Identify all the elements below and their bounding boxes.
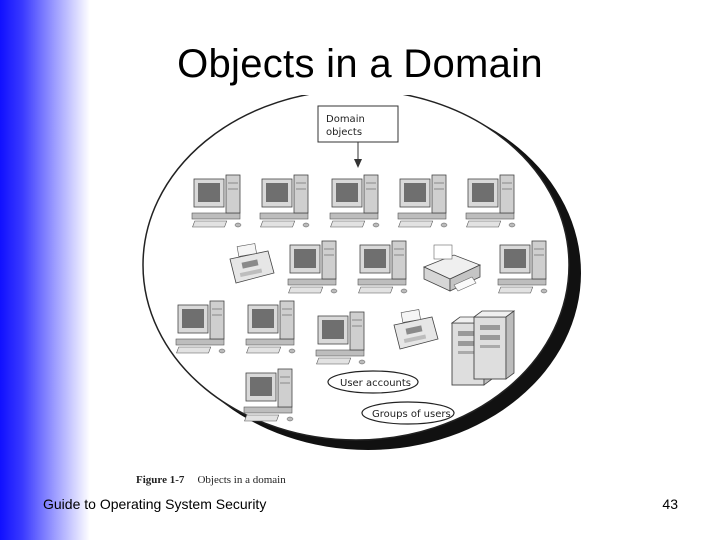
domain-objects-box: [317, 105, 399, 143]
computer-icon: [259, 174, 310, 228]
computer-icon: [287, 240, 338, 294]
computer-icon: [357, 240, 408, 294]
computer-icon: [465, 174, 516, 228]
page-number: 43: [662, 496, 678, 512]
computer-icon: [243, 368, 294, 422]
domain-diagram: Domain objects User accounts Groups of u…: [142, 95, 581, 450]
server-icon: [473, 310, 515, 380]
computer-icon: [245, 300, 296, 354]
user-accounts-ellipse: [327, 370, 419, 394]
slide-title: Objects in a Domain: [177, 42, 543, 86]
computer-icon: [175, 300, 226, 354]
computer-icon: [191, 174, 242, 228]
domain-objects-label-line2: objects: [326, 127, 362, 138]
domain-objects-arrowhead: [354, 159, 362, 168]
computer-icon: [397, 174, 448, 228]
footer-course-title: Guide to Operating System Security: [43, 496, 267, 512]
left-gradient-bar: [0, 0, 90, 540]
figure-number: Figure 1-7: [136, 474, 185, 486]
figure-caption: Figure 1-7 Objects in a domain: [136, 474, 286, 486]
domain-objects-label-line1: Domain: [326, 114, 365, 125]
computer-icon: [329, 174, 380, 228]
groups-of-users-ellipse: [361, 401, 455, 425]
figure-caption-text: Objects in a domain: [197, 474, 286, 486]
groups-of-users-label: Groups of users: [372, 409, 451, 420]
computer-icon: [315, 311, 366, 365]
user-accounts-label: User accounts: [340, 378, 411, 389]
computer-icon: [497, 240, 548, 294]
